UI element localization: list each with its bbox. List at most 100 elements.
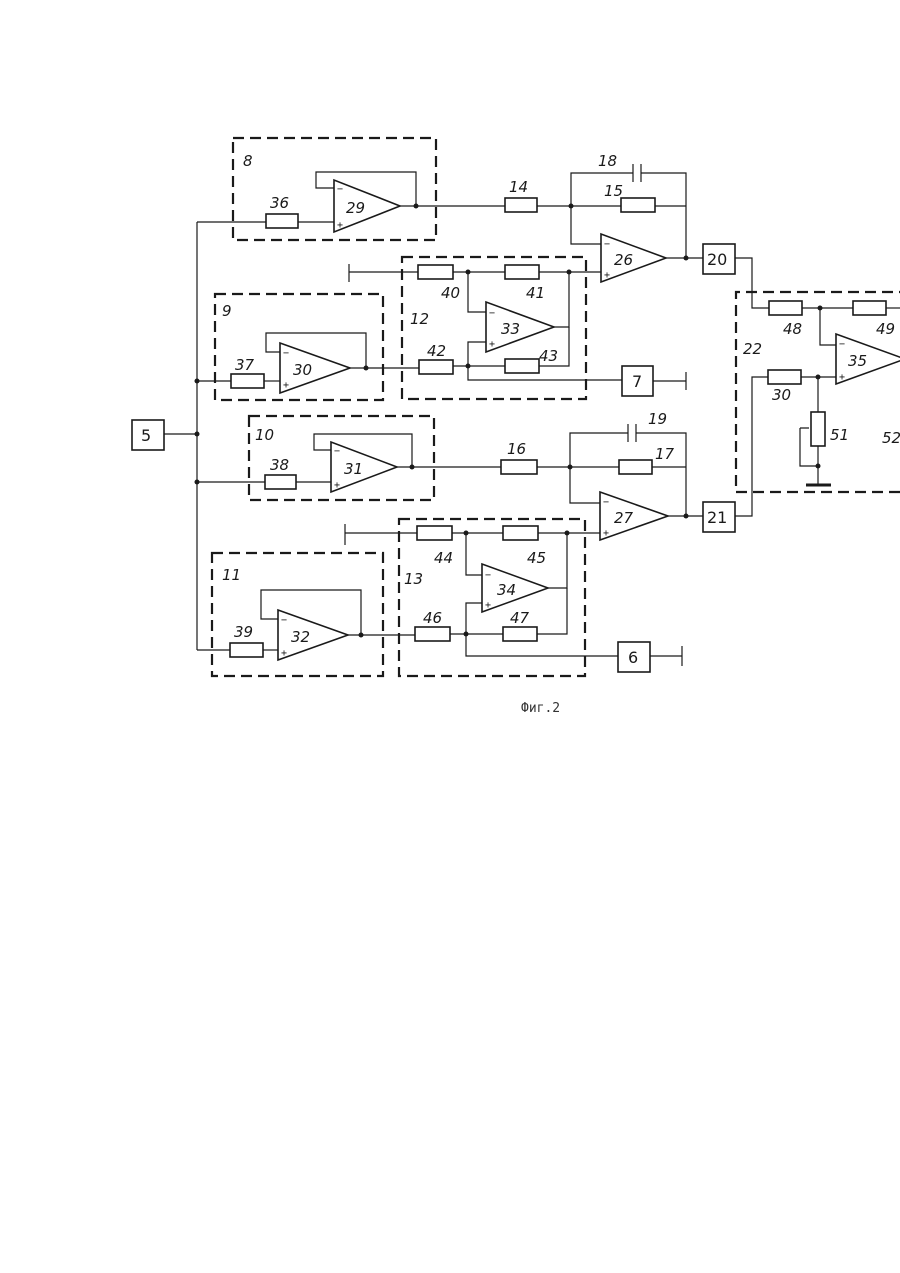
amp-27-plus: + bbox=[603, 528, 609, 539]
junction-32 bbox=[359, 633, 364, 638]
amplifier-33-label: 33 bbox=[501, 320, 520, 338]
resistor-14-label: 14 bbox=[509, 178, 528, 196]
resistor-30b-label: 30 bbox=[772, 386, 791, 404]
resistor-36 bbox=[266, 214, 298, 228]
unit-12-label: 12 bbox=[410, 310, 429, 328]
resistor-17 bbox=[619, 460, 652, 474]
resistor-47-label: 47 bbox=[510, 609, 530, 627]
resistor-46-label: 46 bbox=[423, 609, 442, 627]
unit-11-label: 11 bbox=[222, 566, 241, 584]
block-7-label: 7 bbox=[632, 372, 642, 391]
amplifier-29-label: 29 bbox=[346, 199, 365, 217]
resistor-48-label: 48 bbox=[783, 320, 802, 338]
resistor-36-label: 36 bbox=[270, 194, 289, 212]
amp-26-minus: − bbox=[604, 239, 610, 250]
wire-46-6 bbox=[466, 634, 618, 656]
wire-44-34minus bbox=[466, 533, 482, 575]
amp-34-plus: + bbox=[485, 600, 491, 611]
potentiometer-51 bbox=[811, 412, 825, 446]
resistor-40-label: 40 bbox=[441, 284, 460, 302]
resistor-47 bbox=[503, 627, 537, 641]
resistor-44-label: 44 bbox=[434, 549, 453, 567]
amplifier-32-label: 32 bbox=[291, 628, 310, 646]
ground-6 bbox=[650, 646, 682, 666]
wire-14-26minus bbox=[571, 206, 601, 244]
amplifier-32 bbox=[278, 610, 348, 660]
amp-32-minus: − bbox=[281, 615, 287, 626]
resistor-45-label: 45 bbox=[527, 549, 546, 567]
block-5-label: 5 bbox=[141, 426, 151, 445]
amp-31-plus: + bbox=[334, 480, 340, 491]
resistor-48 bbox=[769, 301, 802, 315]
amp-27-minus: − bbox=[603, 497, 609, 508]
resistor-41 bbox=[505, 265, 539, 279]
resistor-41-label: 41 bbox=[526, 284, 545, 302]
unit-9-label: 9 bbox=[222, 302, 232, 320]
amplifier-26 bbox=[601, 234, 666, 282]
resistor-15 bbox=[621, 198, 655, 212]
resistor-16 bbox=[501, 460, 537, 474]
junction-31 bbox=[410, 465, 415, 470]
resistor-30b bbox=[768, 370, 801, 384]
amplifier-29 bbox=[334, 180, 400, 232]
wire-42-7 bbox=[468, 366, 622, 380]
resistor-15-label: 15 bbox=[604, 182, 623, 200]
wire-48-35minus bbox=[820, 308, 836, 345]
block-20-label: 20 bbox=[707, 250, 727, 269]
junction-27 bbox=[684, 514, 689, 519]
unit-52-label: 52 bbox=[882, 429, 900, 447]
potentiometer-51-label: 51 bbox=[830, 426, 849, 444]
capacitor-18 bbox=[633, 164, 641, 182]
unit-22-label: 22 bbox=[743, 340, 762, 358]
amplifier-34-label: 34 bbox=[497, 581, 516, 599]
resistor-39-label: 39 bbox=[234, 623, 253, 641]
unit-10-label: 10 bbox=[255, 426, 274, 444]
resistor-45 bbox=[503, 526, 538, 540]
amp-33-plus: + bbox=[489, 339, 495, 350]
resistor-37-label: 37 bbox=[235, 356, 255, 374]
resistor-16-label: 16 bbox=[507, 440, 526, 458]
resistor-37 bbox=[231, 374, 264, 388]
resistor-38-label: 38 bbox=[270, 456, 289, 474]
capacitor-19-label: 19 bbox=[648, 410, 667, 428]
amp-29-minus: − bbox=[337, 184, 343, 195]
block-6-label: 6 bbox=[628, 648, 638, 667]
resistor-40 bbox=[418, 265, 453, 279]
amplifier-31 bbox=[331, 442, 397, 492]
amp-29-plus: + bbox=[337, 220, 343, 231]
resistor-17-label: 17 bbox=[655, 445, 675, 463]
wire-47-out bbox=[537, 588, 567, 634]
resistor-38 bbox=[265, 475, 296, 489]
amp-33-minus: − bbox=[489, 308, 495, 319]
wire-20-48 bbox=[735, 258, 769, 308]
resistor-46 bbox=[415, 627, 450, 641]
amp-26-plus: + bbox=[604, 270, 610, 281]
unit-13-label: 13 bbox=[404, 570, 423, 588]
amp-35-minus: − bbox=[839, 339, 845, 350]
amplifier-27-label: 27 bbox=[614, 509, 634, 527]
amplifier-27 bbox=[600, 492, 668, 540]
resistor-43 bbox=[505, 359, 539, 373]
junction-bus bbox=[195, 432, 200, 437]
amplifier-35-label: 35 bbox=[848, 352, 867, 370]
block-21-label: 21 bbox=[707, 508, 727, 527]
amp-35-plus: + bbox=[839, 372, 845, 383]
junction-29 bbox=[414, 204, 419, 209]
unit-8-label: 8 bbox=[243, 152, 253, 170]
wire-33plus bbox=[468, 342, 486, 366]
wire-33-out bbox=[554, 272, 569, 327]
junction-26 bbox=[684, 256, 689, 261]
resistor-49 bbox=[853, 301, 886, 315]
amp-30-plus: + bbox=[283, 380, 289, 391]
amplifier-35 bbox=[836, 334, 900, 384]
amplifier-26-label: 26 bbox=[614, 251, 633, 269]
amp-34-minus: − bbox=[485, 570, 491, 581]
capacitor-18-label: 18 bbox=[598, 152, 617, 170]
resistor-39 bbox=[230, 643, 263, 657]
resistor-43-label: 43 bbox=[539, 347, 558, 365]
wire-16-27minus bbox=[570, 467, 600, 503]
resistor-14 bbox=[505, 198, 537, 212]
amp-32-plus: + bbox=[281, 648, 287, 659]
